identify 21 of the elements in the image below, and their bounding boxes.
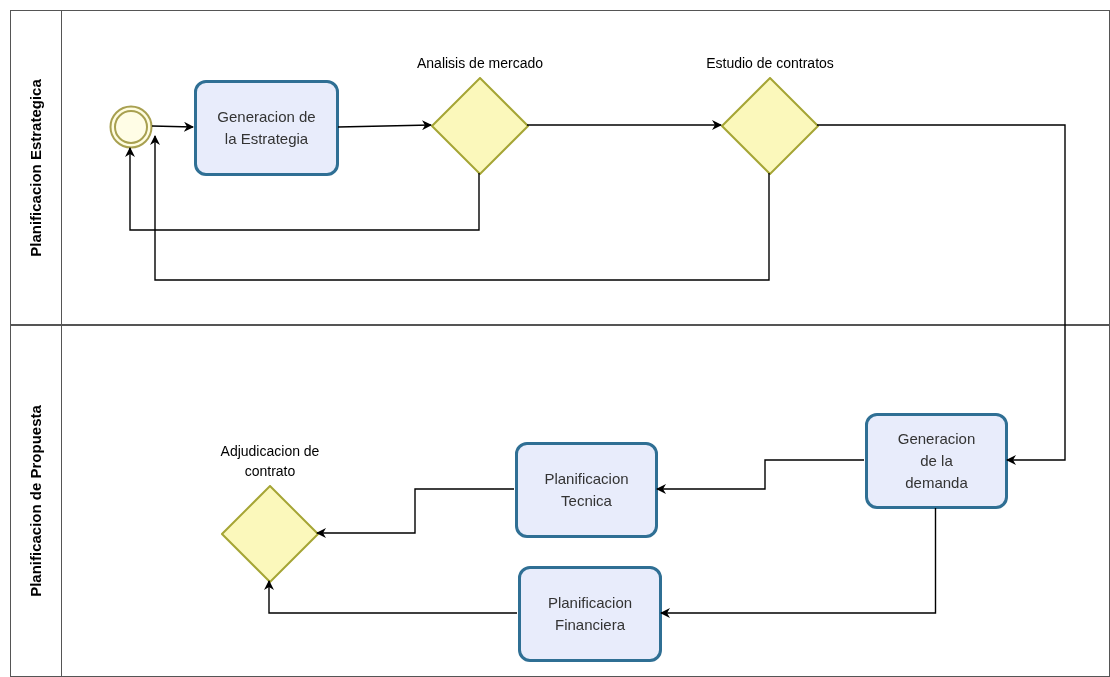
swimlane xyxy=(10,325,1110,677)
sequence-arrow xyxy=(150,135,770,281)
sequence-arrow xyxy=(125,147,480,231)
task-box: Generacion de la demanda xyxy=(865,413,1008,509)
gateway-label: Estudio de contratos xyxy=(705,54,835,73)
task-box: Generacion de la Estrategia xyxy=(194,80,339,176)
task-box: Planificacion Tecnica xyxy=(515,442,658,538)
gateway-label: Analisis de mercado xyxy=(415,54,545,73)
sequence-arrow xyxy=(316,488,515,538)
task-box: Planificacion Financiera xyxy=(518,566,662,662)
sequence-arrow xyxy=(337,120,432,131)
sequence-arrow xyxy=(816,124,1066,465)
lane-title: Planificacion de Propuesta xyxy=(25,405,45,597)
lane-title: Planificacion Estrategica xyxy=(25,78,45,257)
sequence-arrow xyxy=(264,580,518,614)
swimlane xyxy=(10,10,1110,325)
sequence-arrow xyxy=(151,121,194,132)
sequence-arrow xyxy=(526,120,722,130)
sequence-arrow xyxy=(656,459,865,494)
sequence-arrow xyxy=(660,507,937,618)
gateway-label: Adjudicacion de contrato xyxy=(219,442,321,481)
